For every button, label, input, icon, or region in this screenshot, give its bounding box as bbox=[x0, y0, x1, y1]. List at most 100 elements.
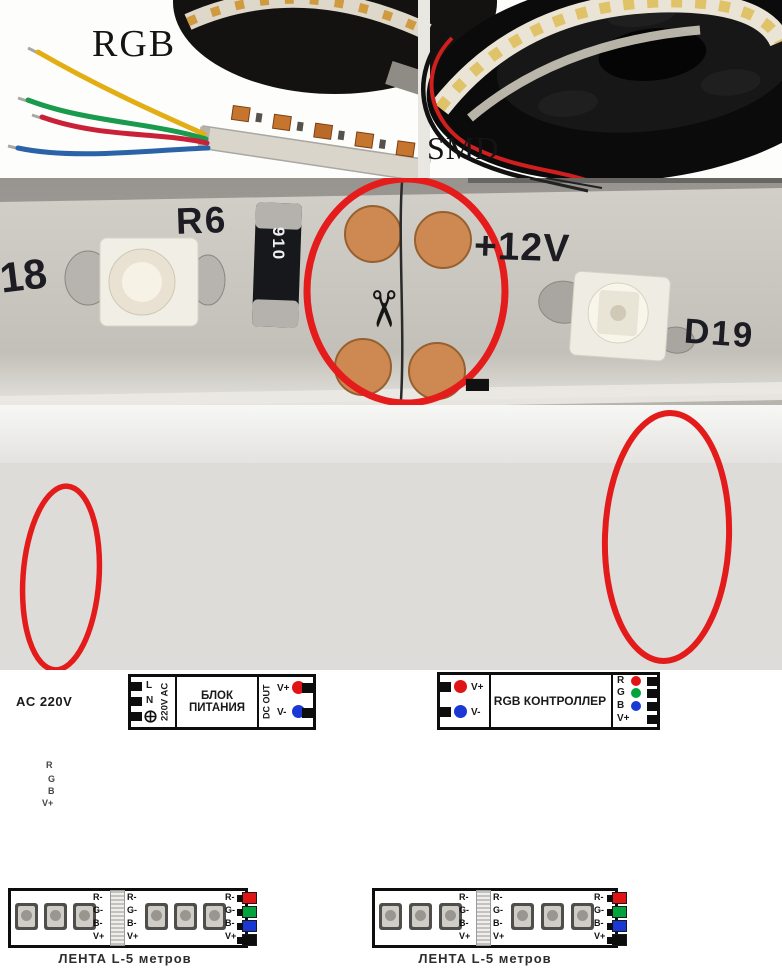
led-chip bbox=[145, 903, 168, 930]
terminal-earth bbox=[131, 712, 142, 721]
trunk-cable-2 bbox=[368, 785, 630, 793]
vplus-dot bbox=[292, 681, 305, 694]
ac-cable bbox=[54, 697, 102, 705]
terminal-vminus bbox=[302, 708, 313, 718]
ref-18: 18 bbox=[0, 249, 50, 302]
smd-caption: SMD bbox=[427, 130, 500, 166]
ctrl-vplus-label: V+ bbox=[471, 682, 484, 693]
reel-wire-red bbox=[429, 36, 586, 178]
terminal-b bbox=[607, 920, 627, 932]
pin-label: G- bbox=[225, 905, 235, 915]
terminal-r bbox=[607, 892, 627, 904]
terminal-vminus-in bbox=[440, 707, 451, 717]
ctrl-vminus-label: V- bbox=[471, 707, 481, 718]
pin-label: R- bbox=[493, 892, 503, 902]
pin-label: B- bbox=[127, 918, 137, 928]
led-chip bbox=[203, 903, 226, 930]
live-wire bbox=[100, 685, 130, 703]
pin-label: B- bbox=[594, 918, 604, 928]
ref-r6: R6 bbox=[175, 199, 228, 242]
wire-tag-g: G bbox=[669, 685, 675, 694]
led-strip-module-left: R- G- B- V+ R- G- B- V+ R- G- B- V+ bbox=[8, 888, 257, 948]
pin-label: R- bbox=[459, 892, 469, 902]
controller-trunk-cable bbox=[711, 697, 773, 786]
trunk-cable-1 bbox=[92, 784, 268, 792]
pin-label: G- bbox=[493, 905, 503, 915]
terminal-out-v bbox=[647, 715, 657, 724]
psu-vplus-label: V+ bbox=[277, 683, 290, 694]
divider bbox=[489, 675, 491, 727]
power-supply-unit: L N 220V AC БЛОК ПИТАНИЯ DC OUT V+ V- bbox=[128, 674, 316, 730]
divider bbox=[611, 675, 613, 727]
feed-label-g: G bbox=[48, 774, 56, 784]
feed-label-b: B bbox=[48, 786, 55, 796]
pin-label: B- bbox=[459, 918, 469, 928]
photo-strip-solder-pads: BR G12V+ 151 151 151 BR G12V+ BR G12V+ bbox=[0, 405, 782, 670]
out-g-label: G bbox=[617, 687, 625, 698]
led-chip bbox=[73, 903, 96, 930]
highlight-ellipse-right bbox=[601, 410, 733, 664]
led-chip bbox=[511, 903, 534, 930]
photo-strip-cut-point: 18 R6 910 +12V D19 − ✂ bbox=[0, 178, 782, 405]
led-chips bbox=[230, 104, 416, 158]
pin-label: R- bbox=[225, 892, 235, 902]
pin-label: V+ bbox=[225, 931, 237, 941]
vplus-dot bbox=[454, 680, 467, 693]
dc-cable bbox=[345, 699, 421, 707]
pin-label: R- bbox=[127, 892, 137, 902]
led-chip bbox=[439, 903, 462, 930]
reel-wire-black bbox=[421, 30, 537, 178]
terminal-vplus-in bbox=[440, 682, 451, 692]
terminal-out-b bbox=[647, 702, 657, 711]
background-sheen bbox=[0, 405, 782, 463]
wiring-diagram: R G B bbox=[0, 670, 782, 970]
led-strip-module-right: R- G- B- V+ R- G- B- V+ R- G- B- V+ bbox=[372, 888, 627, 948]
terminal-out-r bbox=[647, 677, 657, 686]
led-chip bbox=[379, 903, 402, 930]
feed-label-r: R bbox=[46, 760, 53, 770]
wire-red bbox=[39, 114, 210, 146]
feed-label-v: V+ bbox=[42, 798, 54, 808]
led-chip bbox=[174, 903, 197, 930]
earth-icon bbox=[144, 710, 157, 723]
terminal-v bbox=[607, 934, 627, 946]
psu-vminus-label: V- bbox=[277, 707, 287, 718]
wire-tag-b: B bbox=[671, 697, 677, 706]
divider bbox=[175, 677, 177, 727]
led-chip bbox=[571, 903, 594, 930]
macro-artwork bbox=[0, 178, 782, 405]
pin-label: B- bbox=[225, 918, 235, 928]
highlight-ellipse-left bbox=[19, 483, 103, 670]
terminal-vplus bbox=[302, 683, 313, 693]
pin-label: R- bbox=[93, 892, 103, 902]
pin-label: G- bbox=[594, 905, 604, 915]
trunk-cable-3 bbox=[730, 786, 777, 794]
pin-label: V+ bbox=[493, 931, 505, 941]
terminal-n bbox=[131, 697, 142, 706]
ref-d19: D19 bbox=[682, 311, 756, 356]
terminal-v bbox=[237, 934, 257, 946]
terminal-b bbox=[237, 920, 257, 932]
highlight-ellipse bbox=[303, 178, 509, 405]
out-r-dot bbox=[631, 676, 641, 686]
resistor-value: 910 bbox=[269, 226, 288, 262]
resistor-910 bbox=[252, 202, 302, 328]
pin-label: B- bbox=[493, 918, 503, 928]
out-g-dot bbox=[631, 688, 641, 698]
wire-green bbox=[25, 97, 209, 142]
terminal-r bbox=[237, 892, 257, 904]
minus-mark: − bbox=[464, 320, 491, 405]
pin-label: V+ bbox=[93, 931, 105, 941]
psu-side-label: 220V AC bbox=[159, 682, 171, 722]
pin-label: G- bbox=[459, 905, 469, 915]
ac-input-label: AC 220V bbox=[16, 694, 73, 709]
divider bbox=[257, 677, 259, 727]
strip-caption-right: ЛЕНТА L-5 метров bbox=[418, 951, 552, 966]
rgb-caption: RGB bbox=[92, 23, 177, 65]
wire-blue bbox=[15, 145, 211, 157]
wire-tag-r: R bbox=[667, 673, 673, 682]
terminal-g bbox=[237, 906, 257, 918]
pin-label: R- bbox=[594, 892, 604, 902]
led-body-2 bbox=[538, 270, 695, 362]
